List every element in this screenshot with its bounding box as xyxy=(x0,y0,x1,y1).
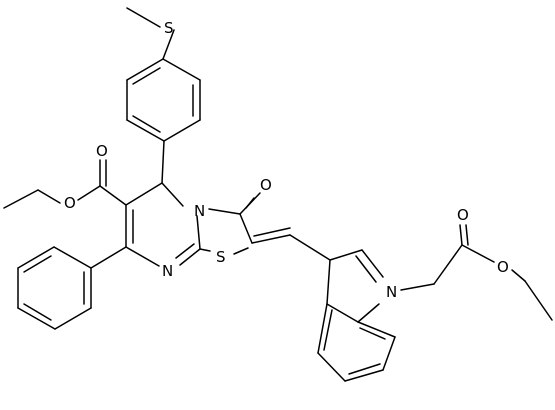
atom-label-n-ring: N xyxy=(194,202,205,220)
ethyl-ester-left xyxy=(3,159,127,209)
atom-label-o-carbonyl-right: O xyxy=(457,206,469,224)
atom-label-n-indole: N xyxy=(386,283,397,301)
pyrimidine-ring xyxy=(125,182,201,267)
phenyl-left xyxy=(17,246,127,330)
atom-label-o-carbonyl-left: O xyxy=(96,142,108,160)
atom-label-o-ether-left: O xyxy=(64,194,76,212)
methylthiophenyl-group xyxy=(126,7,201,184)
atom-label-s-thiazole: S xyxy=(216,248,226,266)
atom-label-o-ketone: O xyxy=(260,176,272,194)
indole-group xyxy=(289,234,396,382)
ethyl-ester-right xyxy=(400,224,553,321)
atom-label-s-methylthio: S xyxy=(164,19,174,37)
atom-label-o-ether-right: O xyxy=(497,258,509,276)
thiazolone-ring xyxy=(199,192,291,255)
atom-label-n-imine: N xyxy=(162,262,173,280)
